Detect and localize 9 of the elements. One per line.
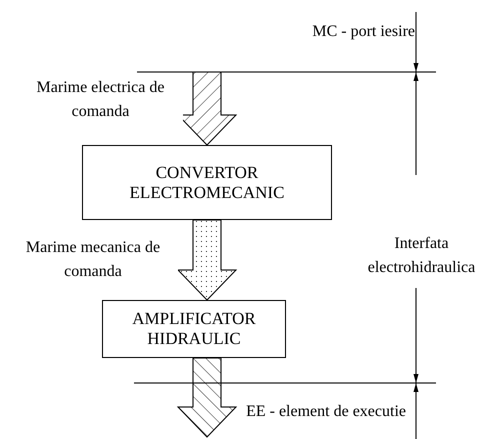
process-box — [82, 145, 332, 220]
box-label: CONVERTOR ELECTROMECANIC — [128, 162, 286, 202]
box-label: AMPLIFICATOR HIDRAULIC — [131, 309, 257, 349]
annotation-label: MC - port iesire — [311, 22, 415, 42]
flow-arrow — [176, 358, 238, 438]
annotation-label: Interfata electrohidraulica — [366, 234, 476, 278]
annotation-label: EE - element de executie — [245, 402, 406, 422]
flow-arrow — [176, 220, 238, 301]
process-box — [102, 300, 286, 358]
